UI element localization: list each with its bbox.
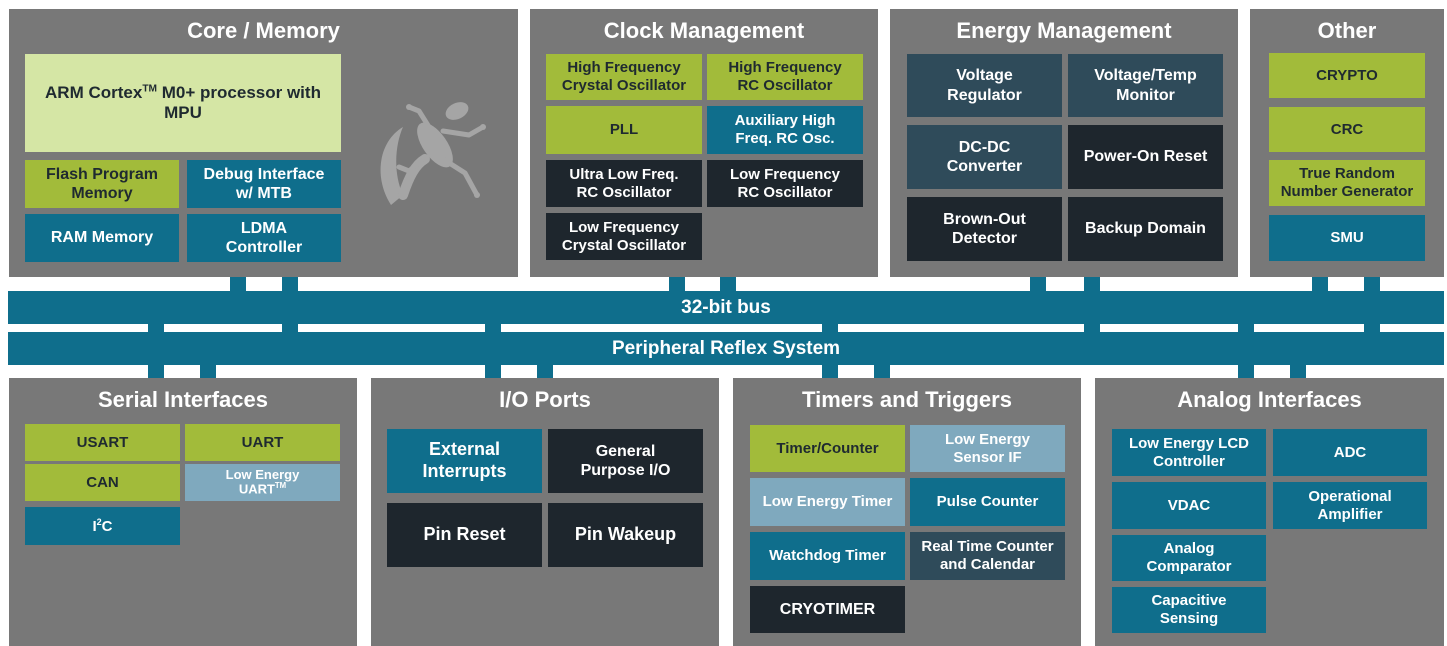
crc-box: CRC [1269, 107, 1425, 152]
le-uart-box: Low Energy UARTTM [185, 464, 340, 501]
lf-crystal-osc-box: Low Frequency Crystal Oscillator [546, 213, 702, 260]
panel-title: Timers and Triggers [802, 387, 1012, 412]
backup-domain-box: Backup Domain [1068, 197, 1223, 261]
lf-rc-osc-box: Low Frequency RC Oscillator [707, 160, 863, 207]
panel-title: Clock Management [603, 18, 805, 43]
panel-title: Other [1317, 18, 1377, 43]
timers-triggers-panel: Timers and Triggers Timer/Counter Low En… [733, 378, 1081, 646]
bus-connector [874, 364, 890, 382]
ulf-rc-osc-box: Ultra Low Freq. RC Oscillator [546, 160, 702, 207]
prs-bus: Peripheral Reflex System [8, 332, 1444, 365]
main-bus-label: 32-bit bus [681, 297, 771, 318]
flash-memory-box: Flash Program Memory [25, 160, 179, 208]
pulse-counter-box: Pulse Counter [910, 478, 1065, 526]
watchdog-timer-box: Watchdog Timer [750, 532, 905, 580]
bus-connector [1290, 364, 1306, 382]
timer-counter-box: Timer/Counter [750, 425, 905, 472]
analog-interfaces-panel: Analog Interfaces Low Energy LCD Control… [1095, 378, 1444, 646]
le-sensor-if-box: Low Energy Sensor IF [910, 425, 1065, 472]
brown-out-detector-box: Brown-Out Detector [907, 197, 1062, 261]
core-memory-panel: Core / Memory ARM CortexTM M0+ processor… [9, 9, 518, 277]
energy-management-panel: Energy Management Voltage Regulator Volt… [890, 9, 1238, 277]
cryotimer-box: CRYOTIMER [750, 586, 905, 633]
pin-wakeup-box: Pin Wakeup [548, 503, 703, 567]
gecko-icon [380, 102, 486, 205]
opamp-box: Operational Amplifier [1273, 482, 1427, 529]
le-lcd-controller-box: Low Energy LCD Controller [1112, 429, 1266, 476]
smu-box: SMU [1269, 215, 1425, 261]
panel-title: Core / Memory [187, 18, 340, 43]
main-bus: 32-bit bus [8, 291, 1444, 324]
i2c-label: I2C [92, 516, 113, 535]
can-box: CAN [25, 464, 180, 501]
crypto-box: CRYPTO [1269, 53, 1425, 98]
serial-interfaces-panel: Serial Interfaces USART UART CAN Low Ene… [9, 378, 357, 646]
panel-title: Analog Interfaces [1177, 387, 1362, 412]
hf-rc-osc-box: High Frequency RC Oscillator [707, 54, 863, 100]
prs-bus-label: Peripheral Reflex System [611, 338, 841, 359]
voltage-temp-monitor-box: Voltage/Temp Monitor [1068, 54, 1223, 117]
le-timer-box: Low Energy Timer [750, 478, 905, 526]
voltage-regulator-box: Voltage Regulator [907, 54, 1062, 117]
hf-crystal-osc-box: High Frequency Crystal Oscillator [546, 54, 702, 100]
rtcc-box: Real Time Counter and Calendar [910, 532, 1065, 580]
capacitive-sensing-box: Capacitive Sensing [1112, 587, 1266, 633]
gpio-box: General Purpose I/O [548, 429, 703, 493]
trng-box: True Random Number Generator [1269, 160, 1425, 206]
analog-comparator-box: Analog Comparator [1112, 535, 1266, 581]
bus-connector [200, 364, 216, 382]
le-uart-label: Low Energy UARTTM [225, 467, 300, 497]
arm-cortex-box: ARM CortexTM M0+ processor with MPU [25, 54, 341, 152]
io-ports-panel: I/O Ports External Interrupts General Pu… [371, 378, 719, 646]
power-on-reset-box: Power-On Reset [1068, 125, 1223, 189]
panel-title: Serial Interfaces [98, 387, 268, 412]
clock-management-panel: Clock Management High Frequency Crystal … [530, 9, 878, 277]
i2c-box: I2C [25, 507, 180, 545]
panel-title: Energy Management [956, 18, 1172, 43]
external-interrupts-box: External Interrupts [387, 429, 542, 493]
pin-reset-box: Pin Reset [387, 503, 542, 567]
debug-interface-box: Debug Interface w/ MTB [187, 160, 341, 208]
other-panel: Other CRYPTO CRC True Random Number Gene… [1250, 9, 1444, 277]
uart-box: UART [185, 424, 340, 461]
aux-hf-rc-osc-box: Auxiliary High Freq. RC Osc. [707, 106, 863, 154]
arm-cortex-label: ARM CortexTM M0+ processor with MPU [45, 82, 321, 122]
panel-title: I/O Ports [499, 387, 591, 412]
adc-box: ADC [1273, 429, 1427, 476]
ldma-controller-box: LDMA Controller [187, 214, 341, 262]
vdac-box: VDAC [1112, 482, 1266, 529]
ram-memory-box: RAM Memory [25, 214, 179, 262]
bus-connector [537, 364, 553, 382]
dcdc-converter-box: DC-DC Converter [907, 125, 1062, 189]
usart-box: USART [25, 424, 180, 461]
pll-box: PLL [546, 106, 702, 154]
